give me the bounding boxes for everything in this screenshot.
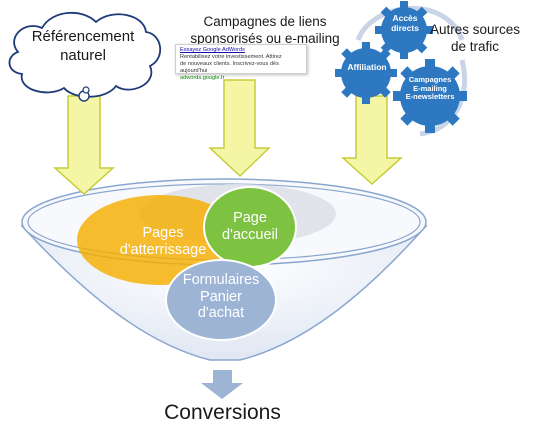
circle-formulaires <box>165 259 277 341</box>
arrow-conversions <box>201 370 243 399</box>
arrow-referencement <box>53 95 115 196</box>
ad-line-1: Rentabilisez votre investissement. Attir… <box>180 53 282 60</box>
adwords-ad: Essayez Google AdWords Rentabilisez votr… <box>175 44 307 81</box>
cloud-bubble-2 <box>82 86 90 94</box>
ad-title: Essayez Google AdWords <box>180 47 245 53</box>
label-conversions: Conversions <box>164 401 281 424</box>
arrow-autres <box>341 95 403 186</box>
ad-url: adwords.google.fr <box>180 74 225 81</box>
cloud-shape <box>8 11 161 98</box>
gear-acces-directs <box>375 1 433 59</box>
gear-label-affiliation: Affiliation <box>347 62 387 72</box>
ad-line-2: de nouveaux clients. Inscrivez-vous dès … <box>180 60 279 74</box>
arrow-campagnes <box>208 79 271 178</box>
gear-affiliation <box>335 42 397 104</box>
